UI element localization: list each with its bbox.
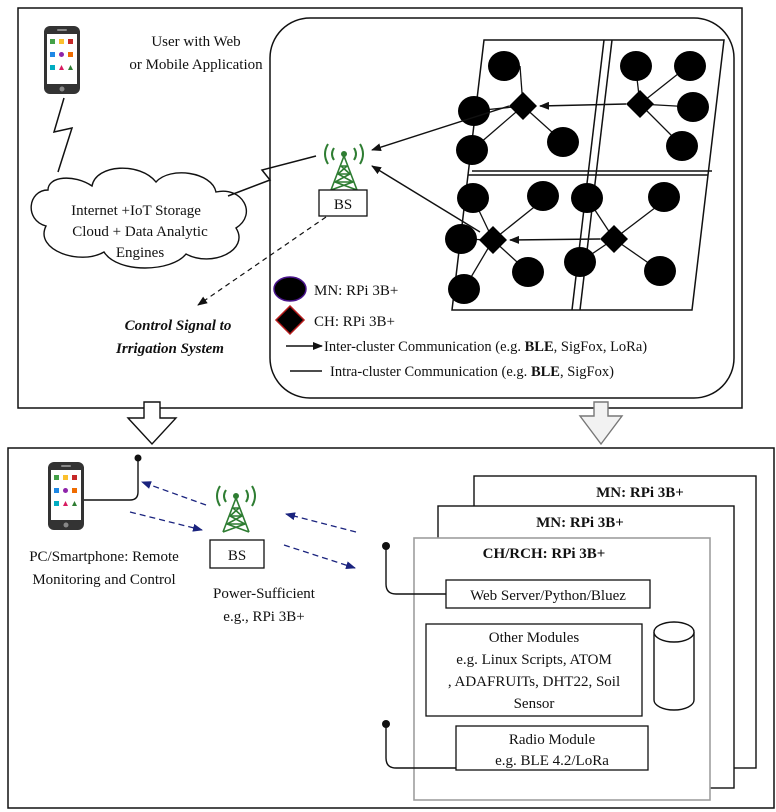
bottom-link-arrows — [129, 481, 357, 570]
wireless-link-phone-cloud — [52, 97, 74, 173]
other-label-line2: e.g. Linux Scripts, ATOM — [456, 652, 612, 668]
bottom-bs-label: BS — [228, 548, 246, 564]
ch-node — [600, 225, 628, 253]
ch-front-label: CH/RCH: RPi 3B+ — [483, 546, 606, 562]
mn-node — [620, 51, 652, 81]
user-label-line1: User with Web — [151, 34, 240, 50]
bs-label: BS — [334, 197, 352, 213]
control-label-line2: Irrigation System — [115, 341, 224, 357]
mn-node — [677, 92, 709, 122]
control-signal-arrow — [197, 216, 327, 306]
radio-label-line2: e.g. BLE 4.2/LoRa — [495, 753, 609, 769]
other-label-line3: , ADAFRUITs, DHT22, Soil — [448, 674, 620, 690]
web-server-label: Web Server/Python/Bluez — [470, 588, 626, 604]
down-arrow-left — [126, 401, 178, 446]
mn-node — [571, 183, 603, 213]
bs-box — [318, 189, 368, 217]
member-nodes — [445, 51, 709, 304]
radio-label-line1: Radio Module — [509, 732, 596, 748]
cloud-label-line1: Internet +IoT Storage — [71, 203, 201, 219]
pc-phone-icon — [48, 462, 84, 530]
module-connectors — [385, 548, 456, 769]
mn-node — [445, 224, 477, 254]
mn-node — [666, 131, 698, 161]
web-server-box — [445, 579, 651, 609]
phone-connector — [84, 460, 139, 501]
bottom-bs-box — [209, 539, 265, 569]
connector-dot-bottom — [382, 720, 390, 728]
storage-cylinder-icon — [653, 621, 695, 711]
bottom-panel-frame — [7, 447, 775, 809]
ch-node — [479, 226, 507, 254]
legend-ch-icon — [274, 304, 306, 336]
user-phone-icon — [44, 26, 80, 94]
mn-node — [564, 247, 596, 277]
cloud-label-line2: Cloud + Data Analytic — [72, 224, 208, 240]
mn-node — [547, 127, 579, 157]
mn-back-label: MN: RPi 3B+ — [596, 485, 684, 501]
cluster-heads — [479, 90, 654, 254]
mn-node — [527, 181, 559, 211]
bs-tower-icon — [324, 143, 364, 191]
cluster-region — [269, 17, 735, 399]
mn-node — [458, 96, 490, 126]
pc-label-line1: PC/Smartphone: Remote — [29, 549, 179, 565]
bs-caption-line2: e.g., RPi 3B+ — [223, 609, 304, 625]
bottom-bs-tower-icon — [216, 485, 256, 533]
mn-node — [648, 182, 680, 212]
mn-node — [644, 256, 676, 286]
control-label-line1: Control Signal to — [125, 318, 232, 334]
connector-dot-top — [382, 542, 390, 550]
cloud-shape — [30, 167, 247, 269]
legend-mn-label: MN: RPi 3B+ — [314, 283, 398, 299]
legend-ch-label: CH: RPi 3B+ — [314, 314, 395, 330]
other-label-line1: Other Modules — [489, 630, 580, 646]
inter-links — [371, 101, 627, 244]
cloud-label-line3: Engines — [116, 245, 164, 261]
other-modules-box — [425, 623, 643, 717]
mn-mid-label: MN: RPi 3B+ — [536, 515, 624, 531]
legend-inter-label: Inter-cluster Communication (e.g. BLE, S… — [324, 339, 647, 355]
mn-node — [457, 183, 489, 213]
mn-node — [448, 274, 480, 304]
down-arrow-right — [578, 401, 624, 446]
other-label-line4: Sensor — [514, 696, 555, 712]
bs-caption-line1: Power-Sufficient — [213, 586, 316, 602]
mn-node — [512, 257, 544, 287]
mn-node — [488, 51, 520, 81]
ch-node — [509, 92, 537, 120]
wireless-link-cloud-bs — [227, 155, 317, 197]
top-panel-frame — [17, 7, 743, 409]
phone-connector-dot — [134, 454, 142, 462]
mn-node — [674, 51, 706, 81]
mn-node — [456, 135, 488, 165]
legend-intra-label: Intra-cluster Communication (e.g. BLE, S… — [330, 364, 614, 380]
user-label-line2: or Mobile Application — [129, 57, 263, 73]
radio-module-box — [455, 725, 649, 771]
legend-mn-icon — [273, 276, 307, 302]
ch-node — [626, 90, 654, 118]
pc-label-line2: Monitoring and Control — [32, 572, 175, 588]
